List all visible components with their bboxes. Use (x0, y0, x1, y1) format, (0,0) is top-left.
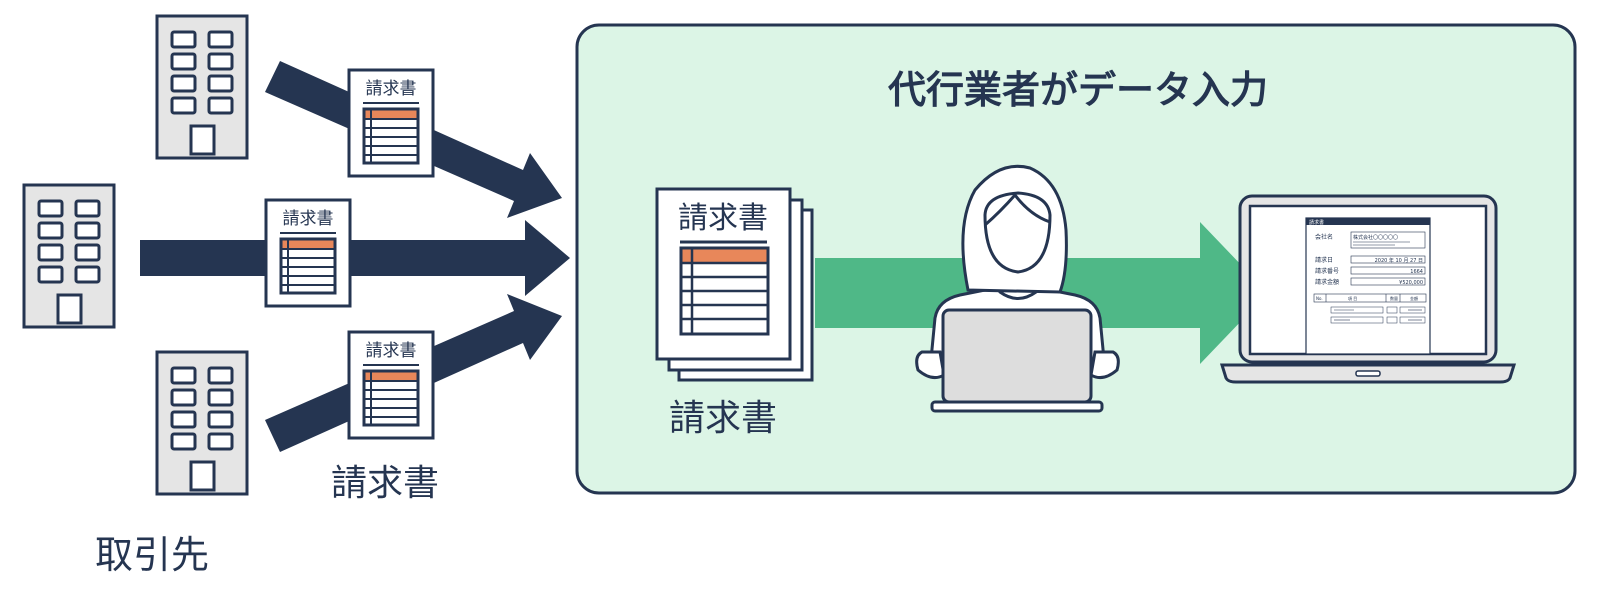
svg-text:¥520,000: ¥520,000 (1399, 280, 1423, 286)
svg-text:請求書: 請求書 (1309, 219, 1324, 226)
building-icon-middle (22, 183, 116, 329)
arrow-middle (140, 220, 570, 296)
panel-title: 代行業者がデータ入力 (888, 68, 1268, 112)
svg-text:請求書: 請求書 (283, 209, 334, 229)
svg-text:項 目: 項 目 (1348, 296, 1357, 301)
operator-person-icon (915, 164, 1120, 413)
invoice-doc-top: 請求書 (347, 68, 435, 178)
invoice-stack: 請求書 (655, 187, 814, 382)
svg-text:株式会社〇〇〇〇〇: 株式会社〇〇〇〇〇 (1353, 234, 1398, 241)
svg-text:会社名: 会社名 (1315, 233, 1333, 241)
stack-doc-title: 請求書 (678, 201, 768, 236)
invoice-stack-caption: 請求書 (669, 398, 777, 439)
svg-text:金額: 金額 (1410, 295, 1418, 301)
svg-text:2020 年 10 月 27 日: 2020 年 10 月 27 日 (1375, 257, 1423, 264)
invoice-doc-bottom: 請求書 (347, 330, 435, 440)
svg-text:No.: No. (1316, 296, 1323, 301)
clients-caption: 取引先 (95, 533, 209, 577)
screen-invoice: 請求書 会社名 株式会社〇〇〇〇〇 請求日 2020 年 10 月 27 日 請… (1305, 217, 1431, 355)
svg-text:数量: 数量 (1390, 295, 1398, 301)
invoices-caption: 請求書 (331, 463, 439, 504)
invoice-doc-middle: 請求書 (264, 198, 352, 308)
svg-text:1664: 1664 (1410, 269, 1423, 275)
svg-text:請求書: 請求書 (366, 79, 417, 99)
building-icon-top (155, 14, 249, 160)
building-icon-bottom (155, 350, 249, 496)
svg-text:請求書: 請求書 (366, 341, 417, 361)
svg-text:請求日: 請求日 (1315, 256, 1333, 264)
laptop-screen-icon: 請求書 会社名 株式会社〇〇〇〇〇 請求日 2020 年 10 月 27 日 請… (1219, 194, 1517, 384)
svg-text:請求番号: 請求番号 (1315, 267, 1339, 275)
svg-text:請求金額: 請求金額 (1315, 278, 1339, 286)
